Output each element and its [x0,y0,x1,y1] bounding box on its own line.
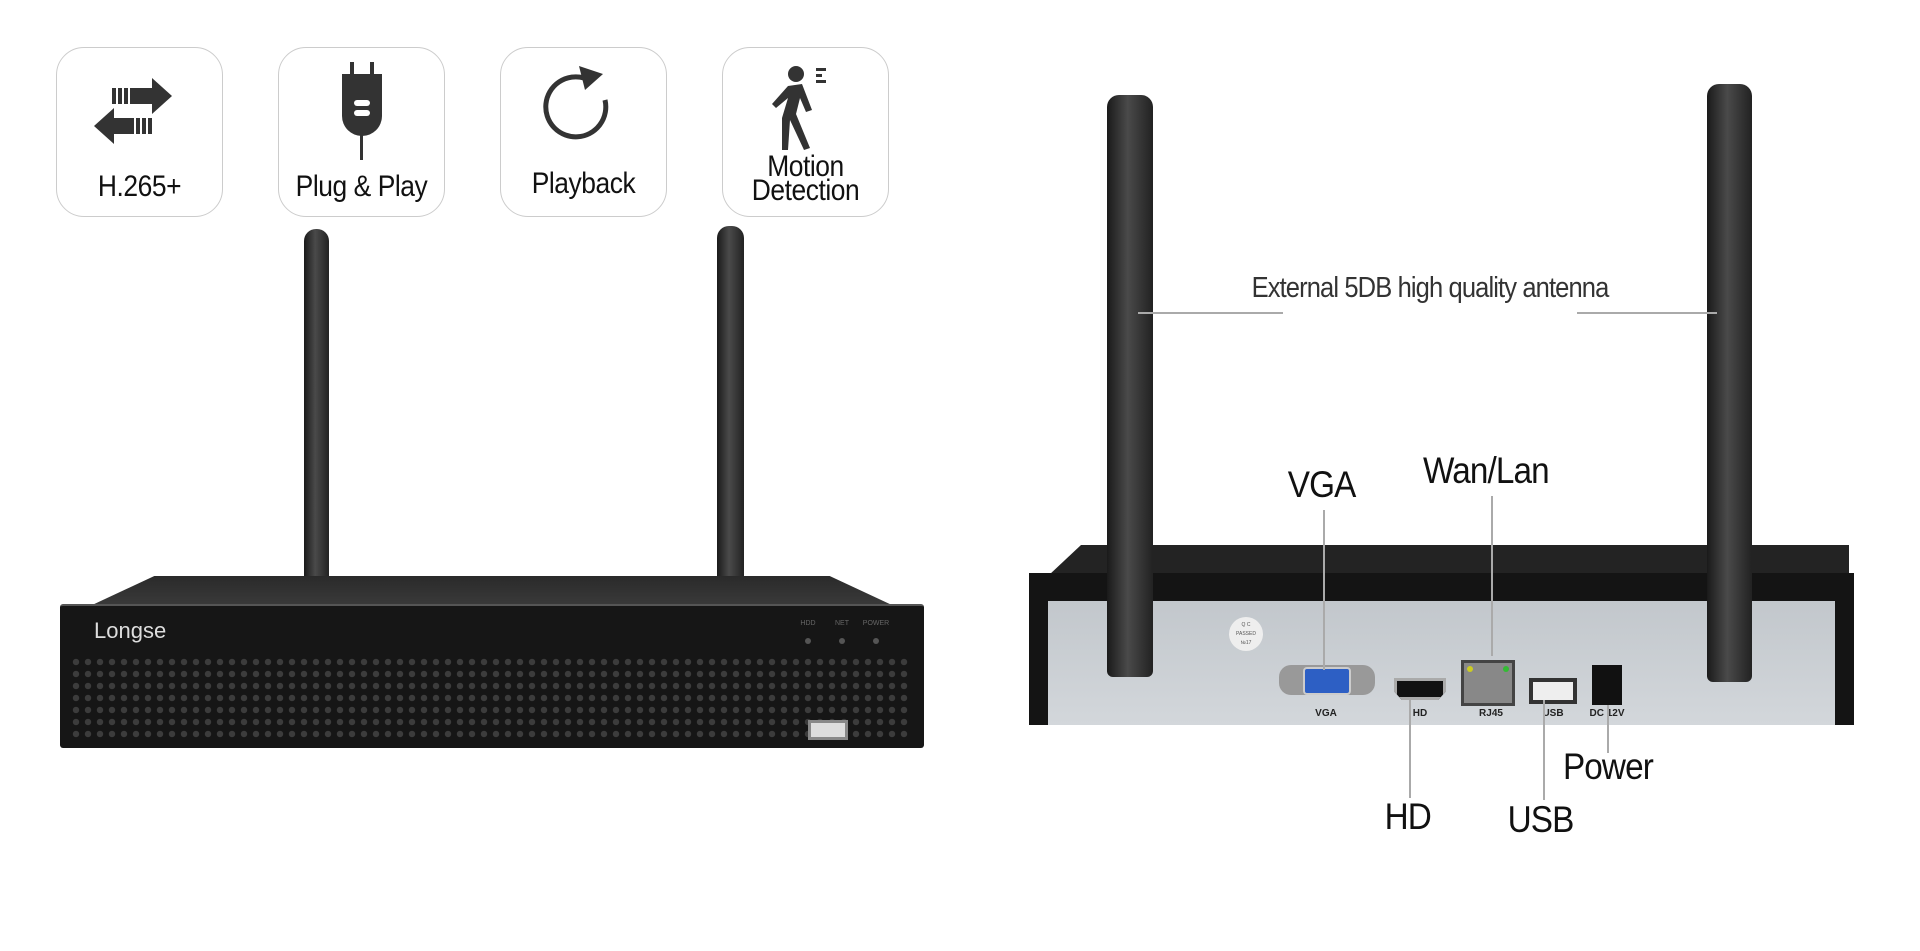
port-label-usb: USB [1542,708,1564,719]
feature-label-line2: Detection [751,174,860,207]
port-label-rj45: RJ45 [1479,708,1503,719]
feature-motion-detection: Motion Detection [722,47,889,217]
led-label-hdd: HDD [800,620,816,627]
qc-text: Q C [1241,622,1251,628]
arrows-exchange-icon [93,78,172,144]
leader-wan [1491,496,1493,656]
antenna-leader-right [1577,312,1717,314]
feature-label: Plug & Play [295,170,428,203]
antenna-leader-left [1138,312,1283,314]
front-device: Longse HDD NET POWER [60,576,924,748]
callout-usb: USB [1507,799,1575,840]
feature-label: Playback [531,167,636,200]
led-net [839,638,845,644]
hdmi-port[interactable] [1394,678,1446,700]
plug-icon [341,62,382,160]
led-power [873,638,879,644]
rj45-port[interactable] [1461,660,1515,706]
leader-power [1607,705,1609,753]
leader-hd [1409,700,1411,798]
callout-vga: VGA [1287,464,1357,505]
qc-sticker: Q C PASSED №17 [1229,617,1263,651]
feature-label: H.265+ [97,170,182,203]
feature-h265: H.265+ [56,47,223,217]
dc-power-jack[interactable] [1592,665,1622,705]
feature-playback: Playback [500,47,667,217]
port-label-hd: HD [1412,708,1428,719]
qc-text: PASSED [1236,631,1256,637]
antenna-right [717,226,744,584]
vga-port[interactable] [1279,665,1375,695]
led-label-power: POWER [862,620,890,627]
walking-person-icon [771,66,826,150]
front-usb-port[interactable] [808,720,848,740]
feature-plug-and-play: Plug & Play [278,47,445,217]
circular-arrow-icon [542,66,608,140]
usb-port[interactable] [1529,678,1577,704]
led-hdd [805,638,811,644]
port-label-vga: VGA [1315,708,1337,719]
led-label-net: NET [835,620,849,627]
callout-hd: HD [1384,796,1432,837]
antenna-caption: External 5DB high quality antenna [1251,272,1610,304]
feature-label-line1: Motion [767,150,844,183]
leader-vga [1323,510,1325,670]
rear-antenna-right [1707,84,1752,682]
rear-panel [1048,601,1835,725]
leader-usb [1543,700,1545,800]
qc-text: №17 [1240,640,1252,646]
rear-antenna-left [1107,95,1153,677]
callout-wan-lan: Wan/Lan [1422,450,1550,491]
brand-logo: Longse [94,618,167,643]
antenna-left [304,229,329,585]
vent-grille [70,656,910,742]
